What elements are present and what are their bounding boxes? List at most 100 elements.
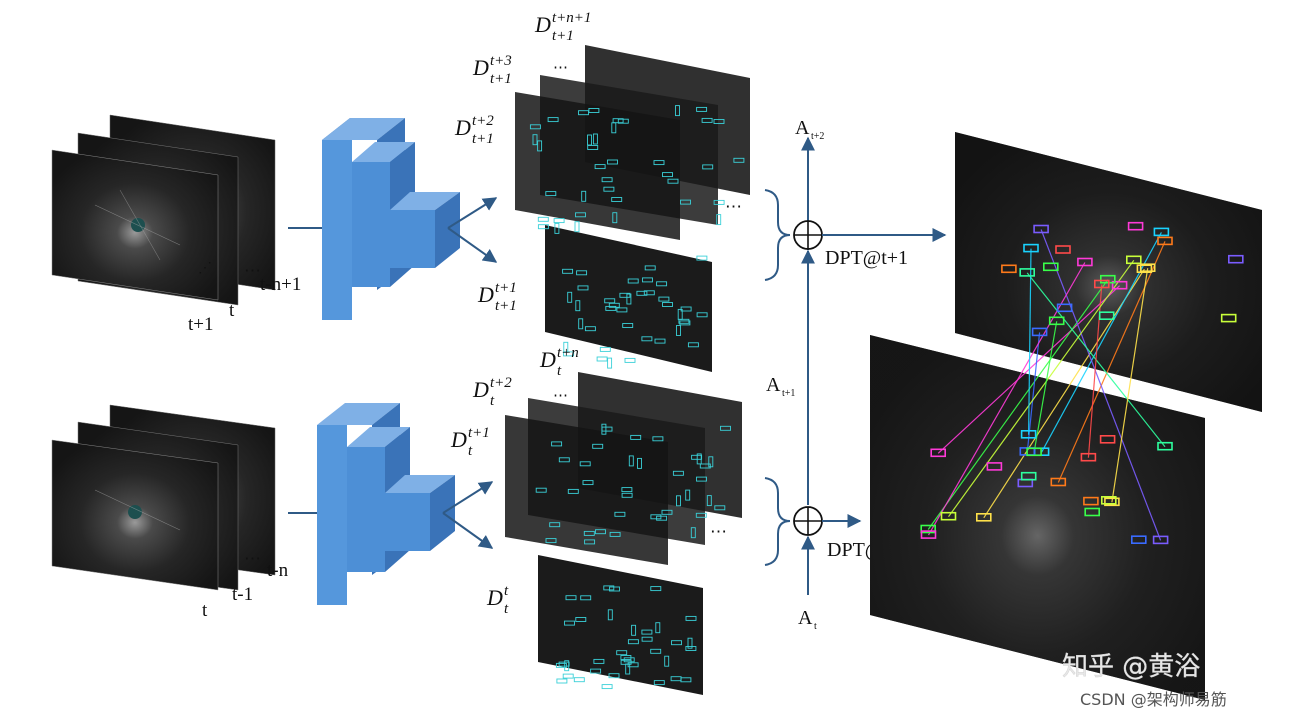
detection-box (574, 221, 580, 233)
svg-text:t: t (504, 583, 509, 599)
svg-text:t: t (504, 601, 509, 617)
track-line (1028, 248, 1032, 435)
detection-box (612, 212, 618, 224)
detection-box (607, 159, 618, 165)
detection-box (702, 164, 714, 170)
detection-box (690, 527, 696, 539)
detection-box (624, 357, 636, 363)
detection-box (587, 145, 599, 150)
detection-boxes (535, 423, 731, 690)
stack-dots-upper: ⋯ (553, 60, 568, 76)
tracked-box (1056, 303, 1073, 313)
detection-box (611, 197, 623, 202)
detection-box (565, 595, 577, 601)
detection-box (641, 336, 653, 342)
detection-labels-top: D t+n+1 t+1 D t+3 t+1 D t+2 t+1 D t+1 t+… (454, 10, 591, 314)
tracked-box (1020, 471, 1037, 481)
detection-box (545, 538, 557, 544)
tracked-box (1083, 496, 1099, 506)
detection-box (637, 457, 642, 469)
watermark-main: 知乎 @黄浴 (1062, 652, 1200, 682)
detection-box (627, 662, 639, 668)
label-A-t: A t (798, 607, 817, 632)
detection-box (685, 646, 697, 651)
detection-box (687, 637, 693, 649)
label-D-t-t1: D t+1 t (450, 425, 490, 459)
detection-box (733, 157, 745, 163)
detection-box (575, 300, 581, 312)
detection-box (567, 488, 579, 494)
tracked-box (1077, 257, 1093, 267)
detection-box (616, 307, 628, 313)
label-D-t1-t1: D t+1 t+1 (477, 280, 517, 314)
detection-box (679, 320, 691, 326)
branch-arrow-bottom-down (442, 512, 494, 549)
tracked-box (940, 511, 957, 521)
tracked-box (1031, 327, 1048, 337)
svg-text:A: A (766, 374, 781, 396)
svg-text:t+n: t+n (557, 345, 579, 361)
detection-box (621, 487, 633, 493)
detection-box (596, 356, 608, 362)
tracked-box (1050, 477, 1067, 487)
output-frame-bottom (870, 335, 1205, 700)
detection-box (583, 530, 595, 536)
tracked-box (1127, 221, 1144, 231)
frame-label-bottom-front: t (202, 600, 208, 621)
svg-text:D: D (534, 12, 551, 37)
output-label-top: DPT@t+1 (825, 247, 908, 269)
detection-box (626, 293, 632, 305)
brace-bottom (764, 477, 791, 566)
detection-box (604, 298, 616, 304)
detection-box (584, 539, 596, 545)
detection-box (619, 292, 631, 298)
svg-text:t: t (814, 621, 817, 632)
track-line (1057, 241, 1166, 483)
detection-box (691, 454, 703, 460)
detection-box (652, 436, 664, 442)
detection-box (671, 640, 682, 646)
detection-box (653, 680, 665, 686)
detection-box (695, 512, 707, 518)
detection-box (601, 684, 613, 690)
detection-box (658, 296, 670, 302)
svg-text:t: t (468, 443, 473, 459)
detection-box (650, 586, 662, 592)
svg-text:t+2: t+2 (472, 113, 494, 129)
svg-text:t+n+1: t+n+1 (552, 10, 591, 26)
svg-text:D: D (486, 585, 503, 610)
svg-text:t+2: t+2 (811, 131, 824, 142)
detection-box (608, 673, 620, 679)
track-association-lines (927, 229, 1166, 541)
detection-box (601, 177, 613, 183)
network-top (322, 118, 460, 320)
detection-box (662, 172, 673, 178)
stack-dots-top: ⋯ (725, 197, 742, 216)
detection-box (532, 134, 538, 146)
frame-label-top-back: t-n+1 (260, 274, 301, 295)
detection-box (587, 134, 592, 146)
label-D-t1-t3: D t+3 t+1 (472, 53, 512, 87)
detection-box (643, 290, 655, 296)
detection-box (701, 117, 713, 123)
detection-box (562, 268, 574, 274)
svg-text:t+1: t+1 (490, 71, 512, 87)
detection-box (562, 673, 574, 679)
branch-arrow-top-down (447, 227, 498, 263)
track-line (1111, 268, 1149, 503)
svg-text:D: D (450, 427, 467, 452)
tracked-boxes (920, 221, 1244, 545)
detection-box (556, 678, 568, 684)
svg-text:A: A (795, 117, 810, 139)
tracked-box (1048, 316, 1065, 326)
detection-box (622, 323, 634, 328)
svg-text:t+1: t+1 (472, 131, 494, 147)
tracked-box (1001, 264, 1017, 274)
frame-dots-top: ⋰ (198, 261, 212, 276)
detection-box (685, 615, 697, 621)
detection-box (650, 514, 662, 520)
tracked-box (1153, 227, 1170, 237)
network-bottom (317, 403, 455, 605)
detection-box (580, 595, 592, 601)
